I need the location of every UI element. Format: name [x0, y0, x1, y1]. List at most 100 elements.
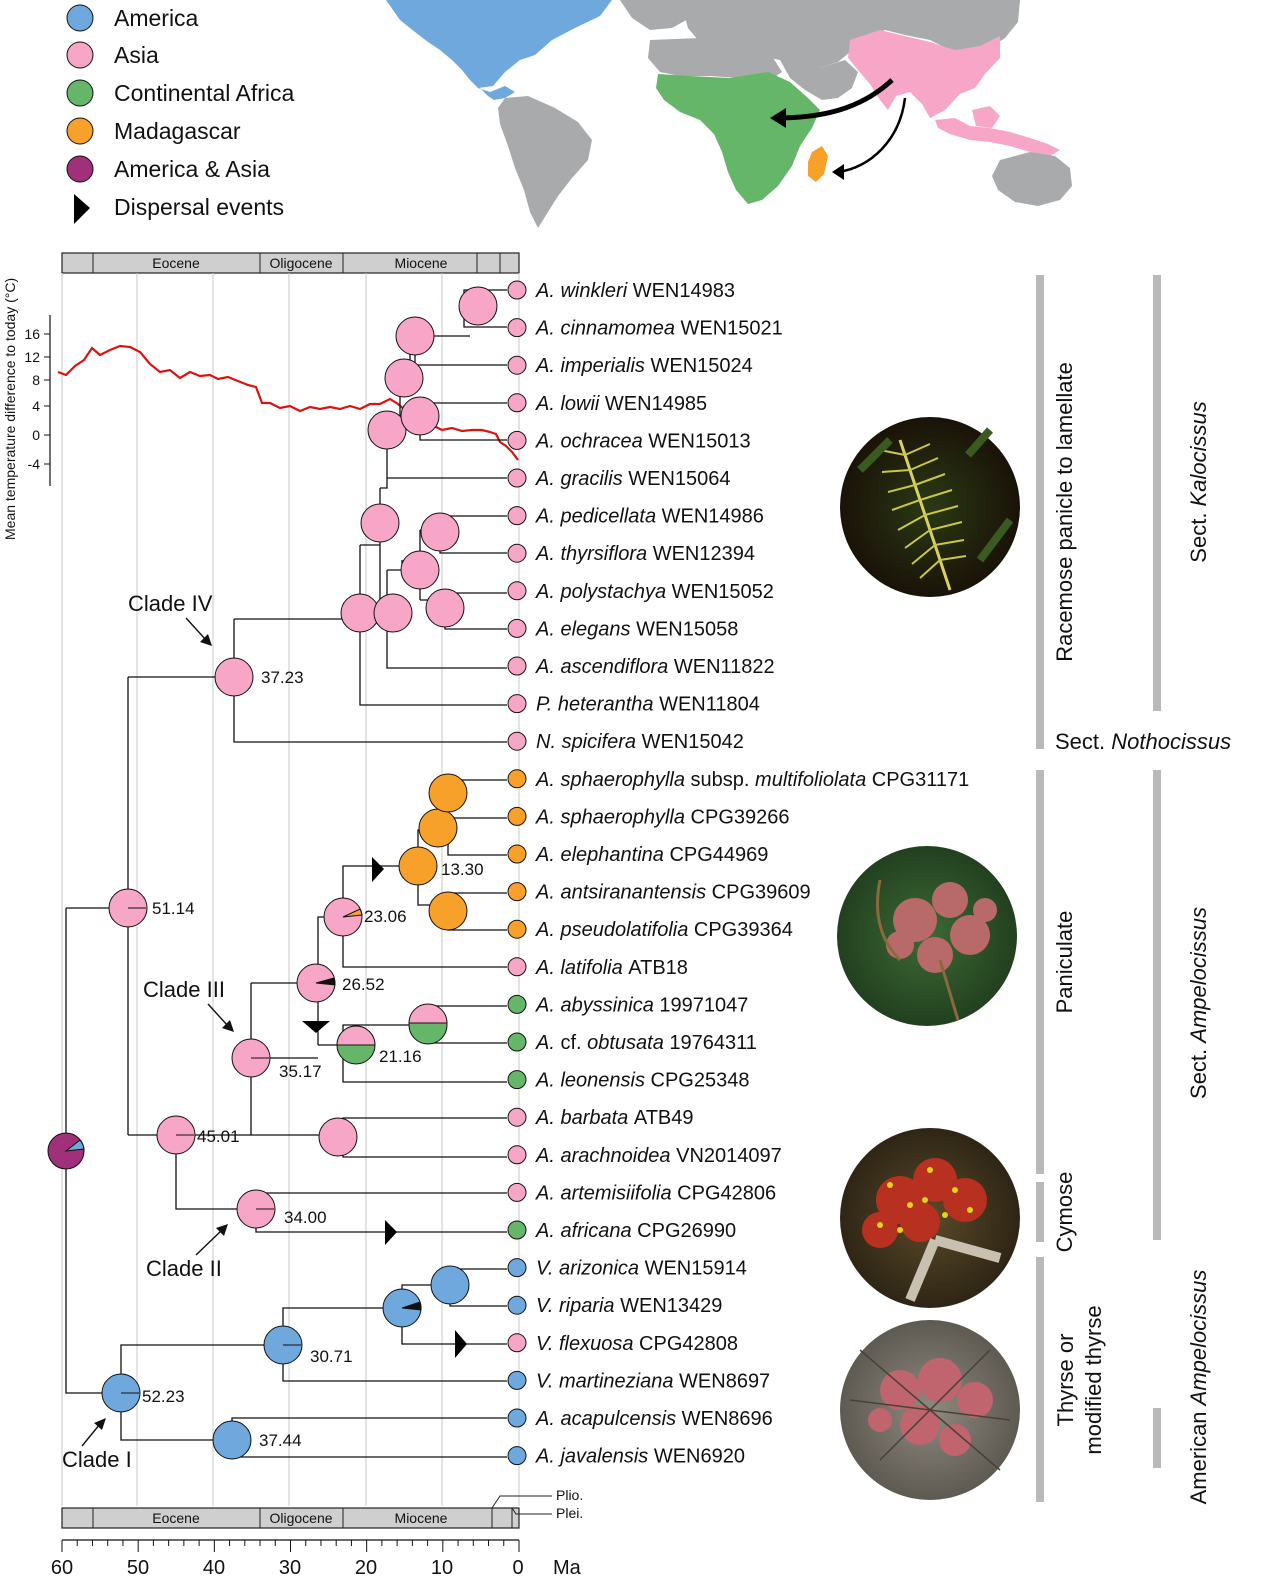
tip-circle — [507, 1295, 527, 1315]
section-annotation: Sect. Kalocissus Sect. Nothocissus Sect.… — [1055, 275, 1231, 1504]
node-kalo-g — [373, 593, 413, 633]
tip-species: sphaerophylla — [560, 806, 690, 828]
dispersal-arrow-to-africa — [775, 78, 894, 121]
tip-label: A. thyrsiflora WEN12394 — [535, 543, 755, 565]
tip-label: A. pedicellata WEN14986 — [535, 506, 764, 528]
tip-circle — [507, 1446, 527, 1466]
clade-labels: Clade IV Clade III Clade II Clade I — [62, 591, 234, 1472]
tip-species: martineziana — [559, 1370, 679, 1392]
tip-voucher: WEN15052 — [672, 581, 774, 603]
tip-genus: A. — [535, 957, 560, 979]
map-central-america — [462, 70, 515, 100]
legend-america-asia-swatch — [66, 155, 94, 183]
node-barb — [318, 1117, 358, 1157]
legend-asia-label: Asia — [114, 42, 159, 68]
world-map — [386, 0, 1072, 228]
node-kalo-j — [425, 588, 465, 628]
tip-label: A. sphaerophylla subsp. multifoliolata C… — [535, 769, 969, 791]
tip-genus: A. — [535, 618, 560, 640]
tip-genus: A. — [535, 1107, 560, 1129]
tip-circle — [507, 1107, 527, 1127]
tip-genus: A. — [535, 581, 560, 603]
tip-voucher: WEN15024 — [650, 355, 752, 377]
tip-circle — [507, 468, 527, 488]
label-racemose: Racemose panicle to lamellate — [1052, 362, 1077, 662]
tip-voucher: 19764311 — [669, 1032, 757, 1054]
temperature-panel: 16 12 8 4 0 -4 Mean temperature differen… — [2, 278, 519, 540]
node-13 — [398, 846, 438, 886]
clade-ii-label: Clade II — [146, 1256, 222, 1281]
tip-label: V. arizonica WEN15914 — [536, 1258, 747, 1280]
tip-label: A. artemisiifolia CPG42806 — [535, 1182, 776, 1204]
tip-genus: A. — [535, 919, 560, 941]
tip-circle — [507, 355, 527, 375]
legend-madagascar-swatch — [66, 117, 94, 145]
tip-label: A. ochracea WEN15013 — [535, 430, 751, 452]
tip-species: winkleri — [560, 280, 632, 302]
tip-voucher: WEN14983 — [633, 280, 735, 302]
tip-genus: V. — [536, 1295, 559, 1317]
tip-genus: A. — [535, 543, 560, 565]
tip-label: A. gracilis WEN15064 — [535, 468, 731, 490]
timescale-top: Eocene Oligocene Miocene — [61, 252, 520, 274]
tip-genus: A. — [535, 769, 560, 791]
tip-circle — [507, 506, 527, 526]
tip-voucher: WEN11822 — [674, 656, 775, 678]
map-sea-islands — [935, 118, 1060, 156]
tip-species: ochracea — [560, 430, 648, 452]
tip-species: lowii — [560, 393, 604, 415]
tip-circle — [507, 543, 527, 563]
tip-genus: A. — [535, 1220, 560, 1242]
tip-species: spicifera — [562, 731, 642, 753]
label-sect-kalocissus: Sect. Kalocissus — [1186, 401, 1211, 562]
tip-label: P. heterantha WEN11804 — [536, 694, 760, 716]
node-kalo-e — [458, 286, 498, 326]
map-madagascar — [808, 146, 828, 182]
legend-africa-label: Continental Africa — [114, 80, 294, 106]
tip-label: A. lowii WEN14985 — [535, 393, 707, 415]
tip-species: thyrsiflora — [560, 543, 652, 565]
dispersal-arrow-head-madagascar — [832, 164, 844, 180]
ancestral-nodes — [47, 286, 498, 1460]
map-north-africa — [648, 38, 782, 80]
tip-genus: A. — [535, 882, 560, 904]
tip-circle — [507, 1032, 527, 1052]
tip-label: A. winkleri WEN14983 — [535, 280, 735, 302]
axis-unit: Ma — [553, 1557, 582, 1579]
tip-voucher: WEN15914 — [645, 1258, 747, 1280]
tip-species: cinnamomea — [560, 318, 680, 340]
tip-voucher: CPG39609 — [712, 882, 811, 904]
tip-voucher: WEN6920 — [654, 1446, 745, 1468]
photo-cymose — [840, 1128, 1020, 1308]
tip-label: A. polystachya WEN15052 — [535, 581, 774, 603]
tip-label: A. ascendiflora WEN11822 — [535, 656, 775, 678]
map-africa-region — [656, 72, 820, 204]
sect-ampelocissus-name: Ampelocissus — [1186, 907, 1211, 1045]
tip-species: pseudolatifolia — [559, 919, 693, 941]
photo-racemose — [840, 417, 1020, 597]
tip-species: polystachya — [559, 581, 671, 603]
tip-species: arizonica — [559, 1258, 645, 1280]
legend: America Asia Continental Africa Madagasc… — [66, 4, 294, 224]
tip-voucher: CPG44969 — [669, 844, 768, 866]
node-clade-iv — [214, 657, 254, 697]
dispersal-flexuosa-icon — [455, 1330, 467, 1358]
tip-circle — [507, 1333, 527, 1353]
temperature-axis-label: Mean temperature difference to today (°C… — [2, 278, 18, 540]
tip-circle — [507, 769, 527, 789]
photo-thyrse — [840, 1320, 1020, 1500]
map-greenland — [620, 0, 700, 30]
legend-america-label: America — [114, 5, 199, 31]
tip-circle — [507, 280, 527, 300]
node-root-slice — [64, 1139, 85, 1152]
node-age-labels: 37.23 51.14 23.06 13.30 26.52 21.16 35.1… — [142, 668, 484, 1450]
tip-qualifier: cf. — [560, 1032, 587, 1054]
label-thyrse-2: modified thyrse — [1081, 1305, 1106, 1454]
epoch-pleistocene: Plei. — [556, 1505, 583, 1521]
tip-genus: A. — [535, 1070, 560, 1092]
tip-voucher: WEN11804 — [659, 694, 760, 716]
map-north-america — [386, 0, 612, 88]
tip-circle — [507, 806, 527, 826]
tip-genus: A. — [535, 806, 560, 828]
